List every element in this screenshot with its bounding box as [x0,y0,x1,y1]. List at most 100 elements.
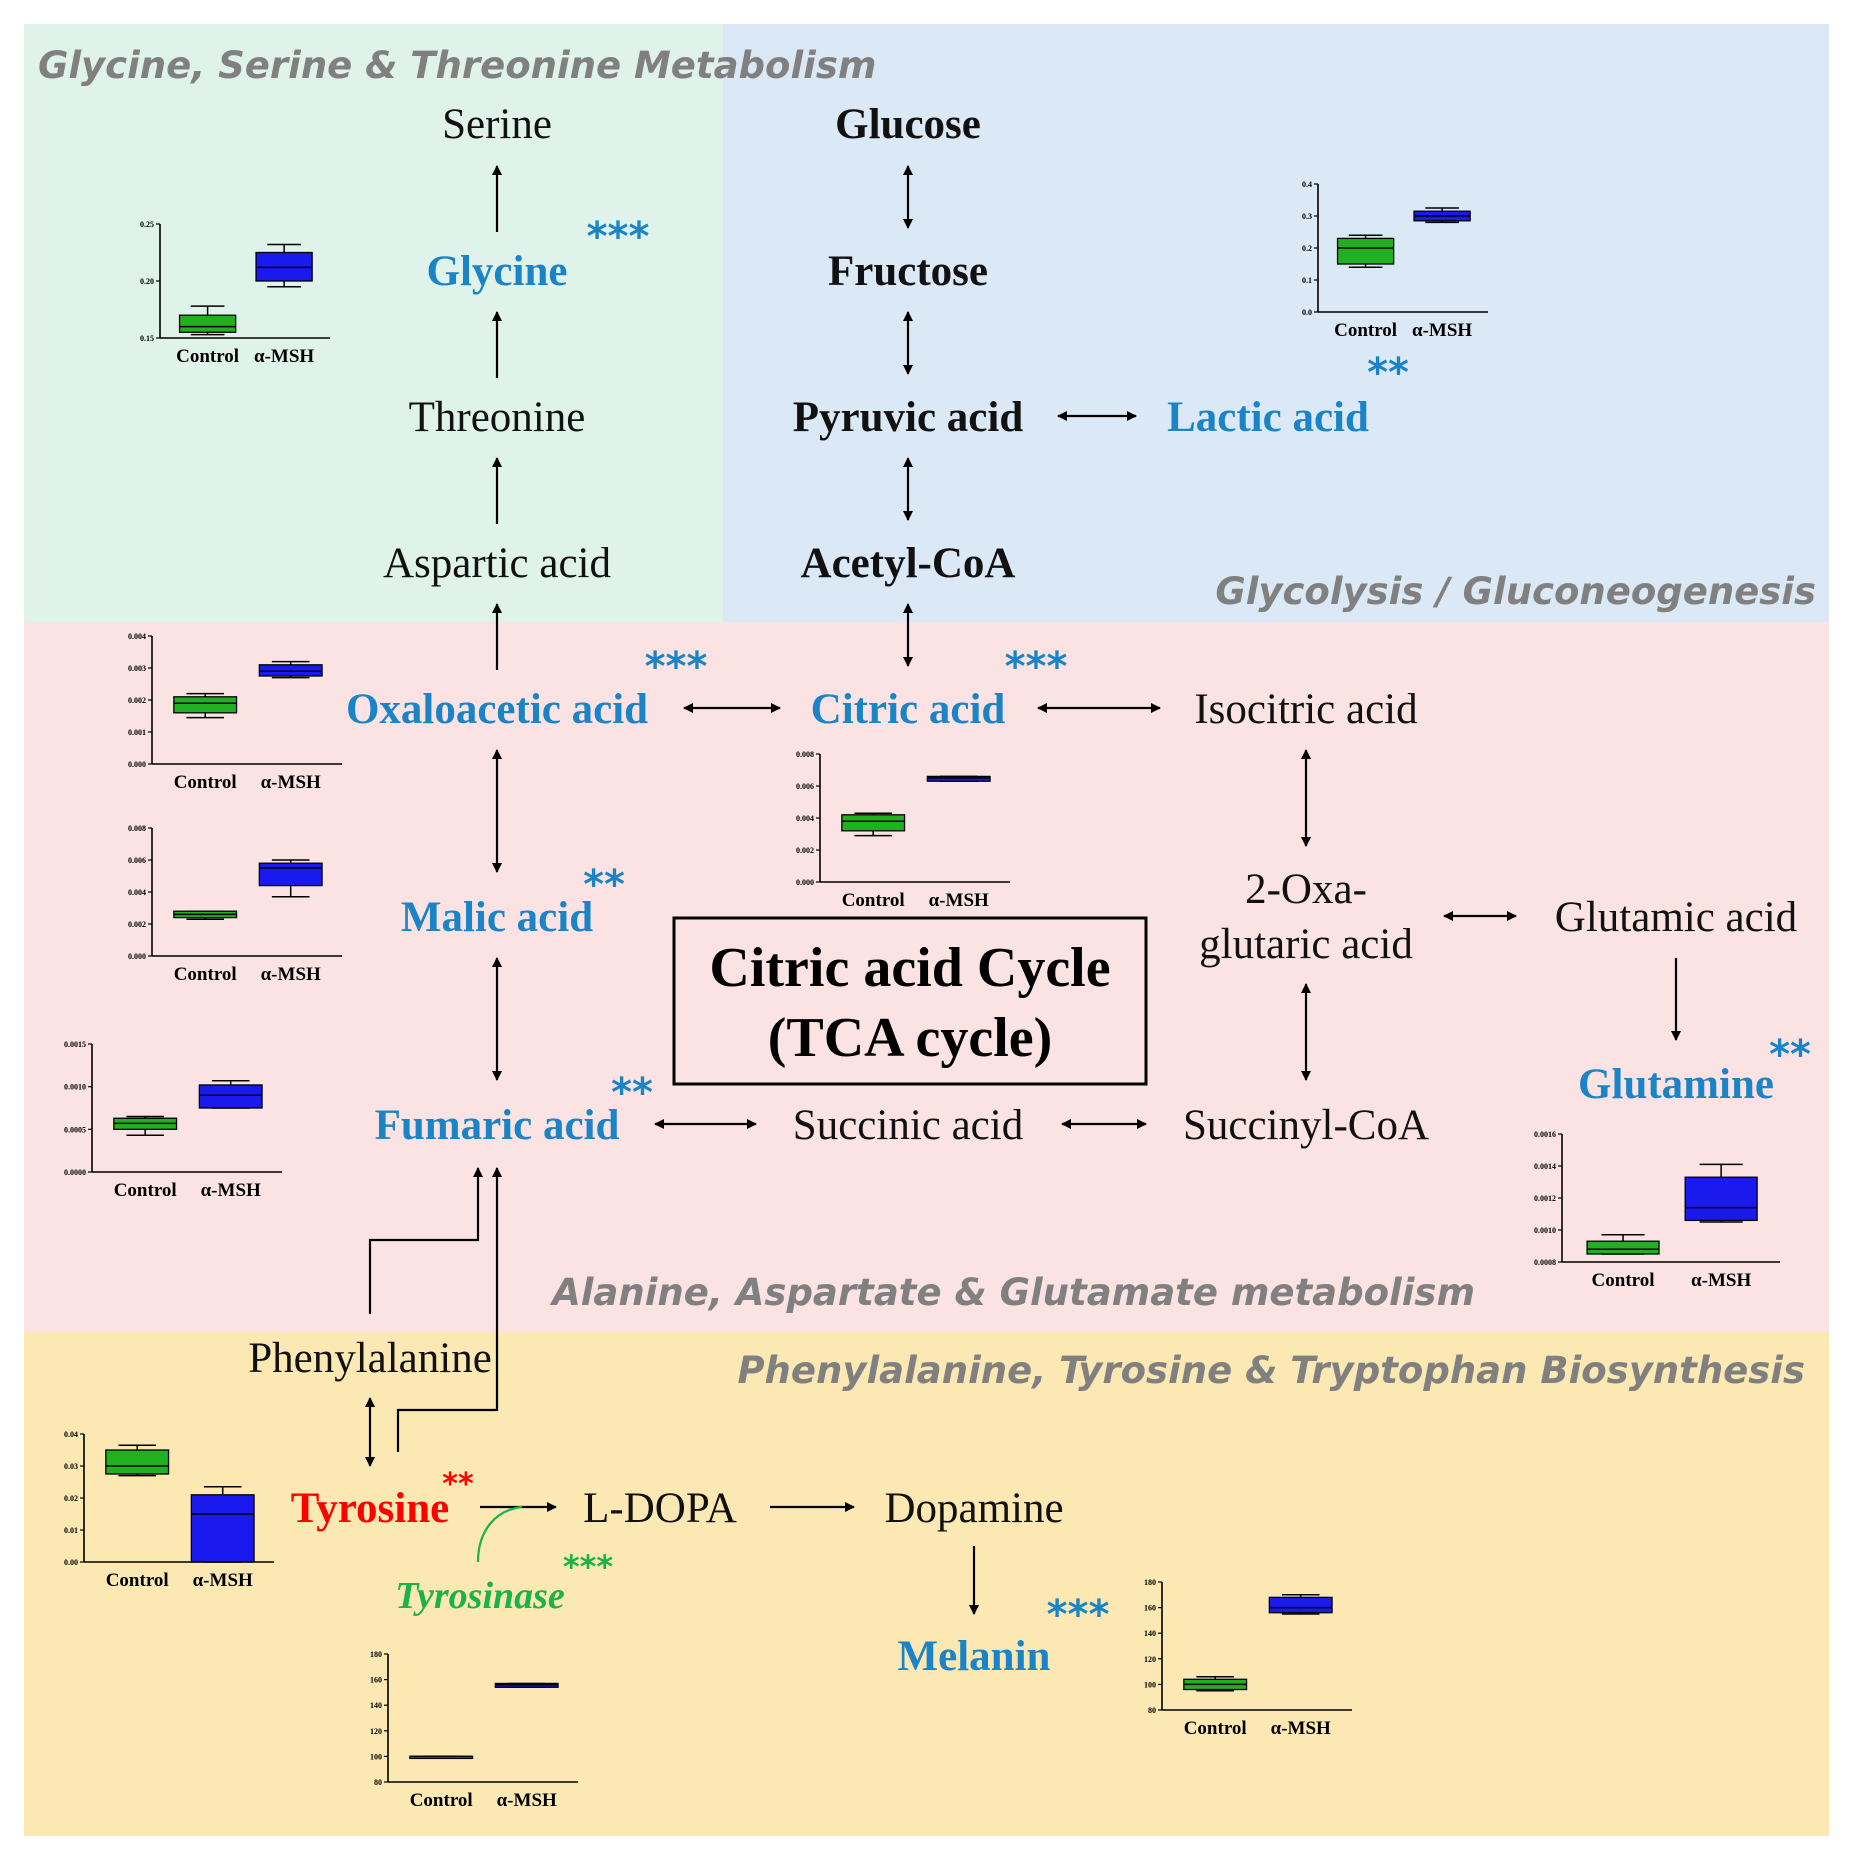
citric-ytick-label: 0.000 [796,878,814,887]
met-pyruvic: Pyruvic acid [793,394,1024,441]
oxaloacetic-ytick-label: 0.000 [128,760,146,769]
met-threonine: Threonine [409,394,586,441]
tyrosine-ytick-label: 0.02 [64,1494,78,1503]
met-isocitric: Isocitric acid [1194,686,1417,733]
tyrosine-ytick-label: 0.04 [64,1430,78,1439]
fumaric-xlabel: Control [114,1180,177,1201]
glutamine-ytick-label: 0.0014 [1534,1162,1556,1171]
enzyme-tyrosinase: Tyrosinase [395,1575,565,1617]
lactic-ytick-label: 0.1 [1302,276,1312,285]
met-oxaloacetic: Oxaloacetic acid [346,686,648,733]
citric-box-treated [926,775,991,782]
met-tyrosine: Tyrosine [291,1485,449,1532]
lactic-xlabel: α-MSH [1412,320,1472,341]
region-glycine-label: Glycine, Serine & Threonine Metabolism [38,44,876,87]
tyrosine-ytick-label: 0.03 [64,1462,78,1471]
malic-xlabel: α-MSH [261,964,321,985]
sig-oxaloacetic: *** [645,644,708,690]
sig-tyrosine: ** [442,1467,474,1502]
region-phenyl-bg [24,1332,1829,1836]
sig-tyrosinase: *** [563,1548,613,1586]
region-phenyl-label: Phenylalanine, Tyrosine & Tryptophan Bio… [737,1349,1805,1392]
met-fumaric: Fumaric acid [375,1102,620,1149]
glutamine-ytick-label: 0.0012 [1534,1194,1556,1203]
melanin-ytick-label: 120 [1144,1655,1156,1664]
arrow-phenylalanine-fumaric [368,1167,483,1314]
tyrosine-xlabel: Control [106,1570,169,1591]
glycine-ytick-label: 0.15 [140,334,154,343]
region-alanine-bg [24,622,1829,1332]
glycine-ytick-label: 0.25 [140,220,154,229]
met-lactic: Lactic acid [1167,394,1369,441]
glutamine-box-control [1586,1240,1660,1255]
tyrosine-box-treated [190,1494,255,1563]
oxaloacetic-box-treated [258,664,323,677]
melanin-ytick-label: 100 [1144,1680,1156,1689]
citric-xlabel: Control [842,890,905,911]
arrow-tyrosine-fumaric [396,1167,502,1452]
lactic-ytick-label: 0.3 [1302,212,1312,221]
met-malic: Malic acid [401,894,593,941]
glutamine-box-treated [1684,1176,1758,1222]
melanin-ytick-label: 80 [1148,1706,1156,1715]
oxaloacetic-ytick-label: 0.002 [128,696,146,705]
malic-ytick-label: 0.008 [128,824,146,833]
tyrosinase-ytick-label: 120 [370,1727,382,1736]
oxaloacetic-ytick-label: 0.003 [128,664,146,673]
malic-ytick-label: 0.002 [128,920,146,929]
sig-citric: *** [1005,644,1068,690]
melanin-ytick-label: 140 [1144,1629,1156,1638]
tyrosine-box-control [105,1449,170,1475]
malic-box-treated [258,862,323,887]
malic-ytick-label: 0.000 [128,952,146,961]
melanin-box-treated [1268,1596,1333,1614]
fumaric-ytick-label: 0.0010 [64,1083,86,1092]
met-glutamic: Glutamic acid [1555,894,1797,941]
oxaloacetic-xlabel: Control [174,772,237,793]
lactic-ytick-label: 0.2 [1302,244,1312,253]
sig-glutamine: ** [1769,1032,1811,1078]
malic-ytick-label: 0.006 [128,856,146,865]
sig-malic: ** [583,862,625,908]
fumaric-box-treated [198,1084,263,1109]
tyrosinase-ytick-label: 180 [370,1650,382,1659]
lactic-ytick-label: 0.4 [1302,180,1312,189]
malic-ytick-label: 0.004 [128,888,146,897]
lactic-ytick-label: 0.0 [1302,308,1312,317]
tyrosine-xlabel: α-MSH [193,1570,253,1591]
region-alanine-label: Alanine, Aspartate & Glutamate metabolis… [549,1271,1475,1314]
tca-cycle-box [672,916,1148,1086]
region-glycine-bg [24,24,723,622]
met-glucose: Glucose [835,101,981,148]
glycine-xlabel: Control [176,346,239,367]
fumaric-ytick-label: 0.0015 [64,1040,86,1049]
tyrosine-ytick-label: 0.00 [64,1558,78,1567]
melanin-ytick-label: 160 [1144,1604,1156,1613]
glycine-box-control [178,314,237,333]
met-dopamine: Dopamine [884,1485,1063,1532]
region-glycolysis-label: Glycolysis / Gluconeogenesis [1215,570,1816,613]
lactic-xlabel: Control [1334,320,1397,341]
citric-ytick-label: 0.008 [796,750,814,759]
citric-ytick-label: 0.006 [796,782,814,791]
oxaloacetic-ytick-label: 0.001 [128,728,146,737]
met-acetyl: Acetyl-CoA [801,540,1016,587]
tyrosinase-ytick-label: 80 [374,1778,382,1787]
glutamine-xlabel: Control [1592,1270,1655,1291]
tca-cycle-subtitle: (TCA cycle) [768,1007,1053,1069]
met-citric: Citric acid [811,686,1006,733]
met-glycine: Glycine [427,248,568,295]
met-serine: Serine [442,101,552,148]
melanin-xlabel: α-MSH [1271,1718,1331,1739]
tyrosinase-xlabel: Control [410,1790,473,1811]
oxaloacetic-ytick-label: 0.004 [128,632,146,641]
